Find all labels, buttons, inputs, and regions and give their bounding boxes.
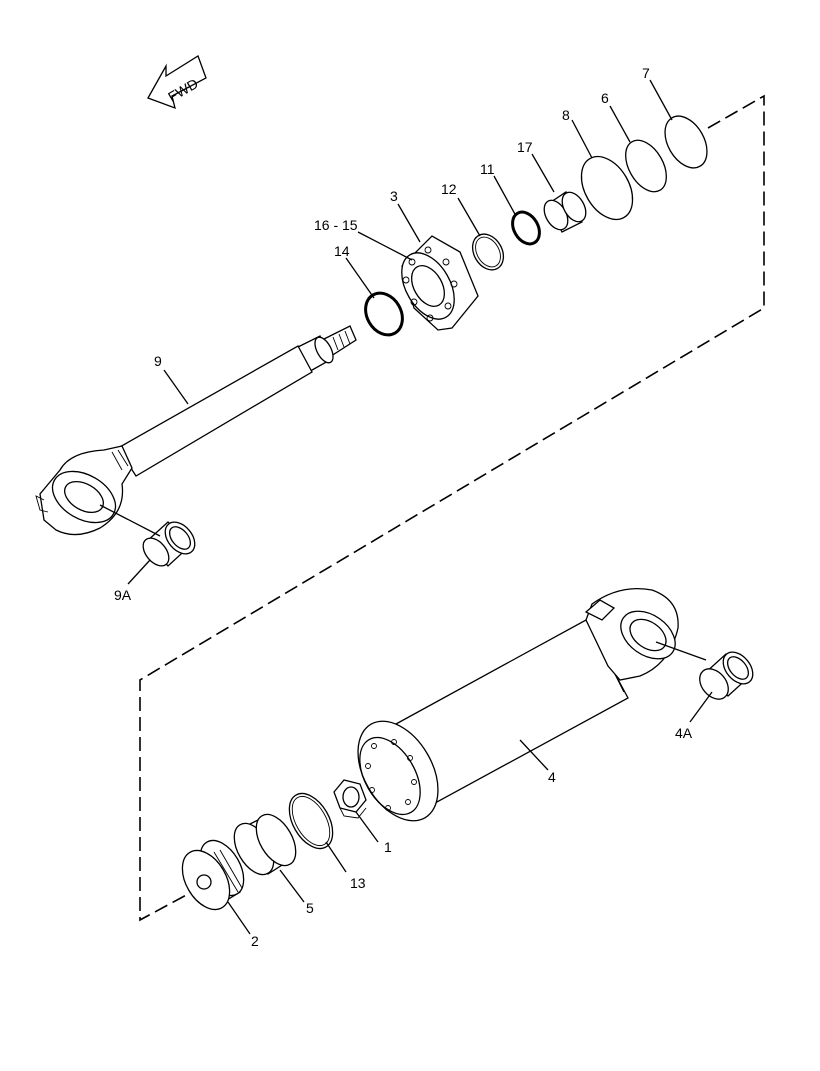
callout-6: 6 — [601, 90, 609, 106]
callout-17: 17 — [517, 139, 533, 155]
callout-13: 13 — [350, 875, 366, 891]
callout-16-15: 16 - 15 — [314, 217, 358, 233]
piston-2-drawing — [181, 839, 245, 911]
nut-1-drawing — [333, 779, 367, 819]
ring-11 — [511, 210, 541, 246]
callout-4a: 4A — [675, 725, 693, 741]
callout-7: 7 — [642, 65, 650, 81]
rod-assembly-drawing — [35, 325, 357, 536]
callout-3: 3 — [390, 188, 398, 204]
callout-2: 2 — [251, 933, 259, 949]
callout-12: 12 — [441, 181, 457, 197]
callout-8: 8 — [562, 107, 570, 123]
assembly-dashed-outline — [139, 94, 765, 922]
callout-11: 11 — [480, 161, 495, 177]
ring-13 — [288, 792, 334, 850]
callout-5: 5 — [306, 900, 314, 916]
cylinder-body-drawing — [357, 587, 679, 822]
callout-1: 1 — [384, 839, 392, 855]
bushing-17-drawing — [543, 191, 587, 233]
leader-lines — [127, 79, 713, 935]
bearing-4a-drawing — [655, 641, 754, 700]
bearing-9a-drawing — [99, 504, 196, 567]
seal-ring-14 — [364, 291, 404, 337]
ring-6 — [625, 139, 667, 193]
ring-8 — [580, 155, 634, 221]
ring-12 — [471, 233, 505, 271]
callout-labels: 7 6 8 17 11 12 3 16 - 15 14 9 9A 4A 4 1 … — [114, 65, 693, 949]
bushing-5-drawing — [233, 813, 297, 876]
callout-4: 4 — [548, 769, 556, 785]
callout-9a: 9A — [114, 587, 132, 603]
callout-14: 14 — [334, 243, 350, 259]
head-3-drawing — [401, 235, 479, 331]
callout-9: 9 — [154, 353, 162, 369]
ring-7 — [664, 115, 708, 169]
fwd-arrow-icon: FWD — [147, 55, 207, 110]
